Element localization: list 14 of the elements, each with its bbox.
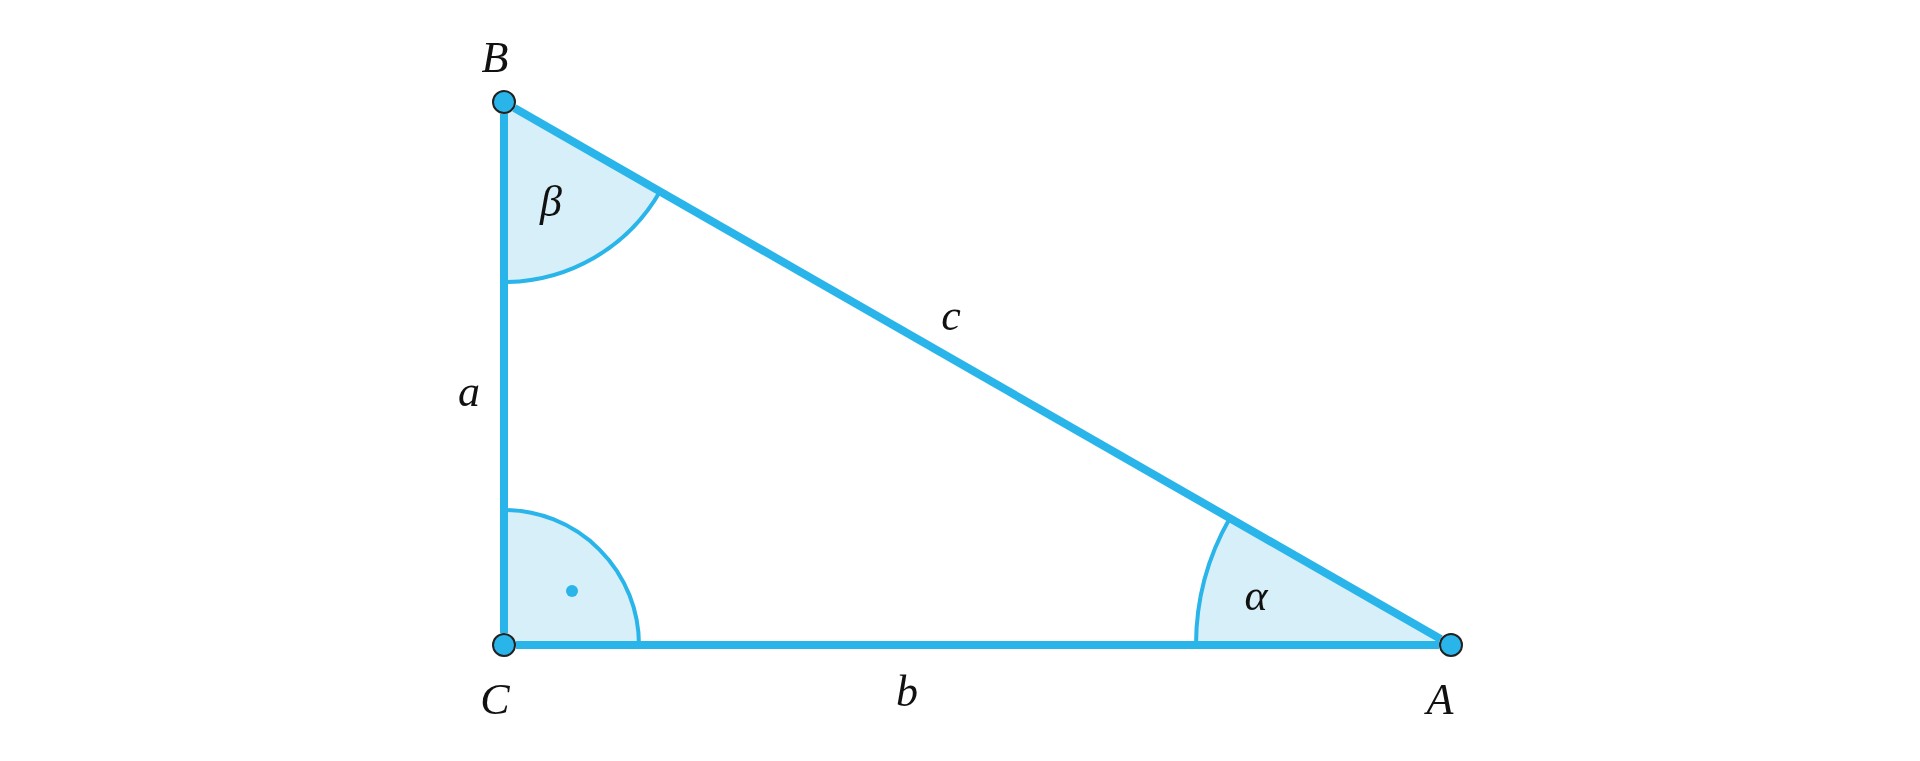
vertex-point	[492, 633, 516, 657]
triangle-side	[512, 104, 1443, 643]
side-label: b	[896, 670, 918, 714]
vertex-label: C	[480, 678, 510, 722]
triangle-side	[516, 641, 1439, 649]
side-label: c	[941, 294, 961, 338]
angle-label: β	[540, 180, 562, 224]
vertex-label: A	[1426, 678, 1454, 722]
vertex-point	[492, 90, 516, 114]
angle-label: α	[1244, 574, 1268, 618]
side-label: a	[458, 370, 480, 414]
triangle-side	[500, 114, 508, 633]
vertex-label: B	[481, 36, 509, 80]
vertex-point	[1439, 633, 1463, 657]
